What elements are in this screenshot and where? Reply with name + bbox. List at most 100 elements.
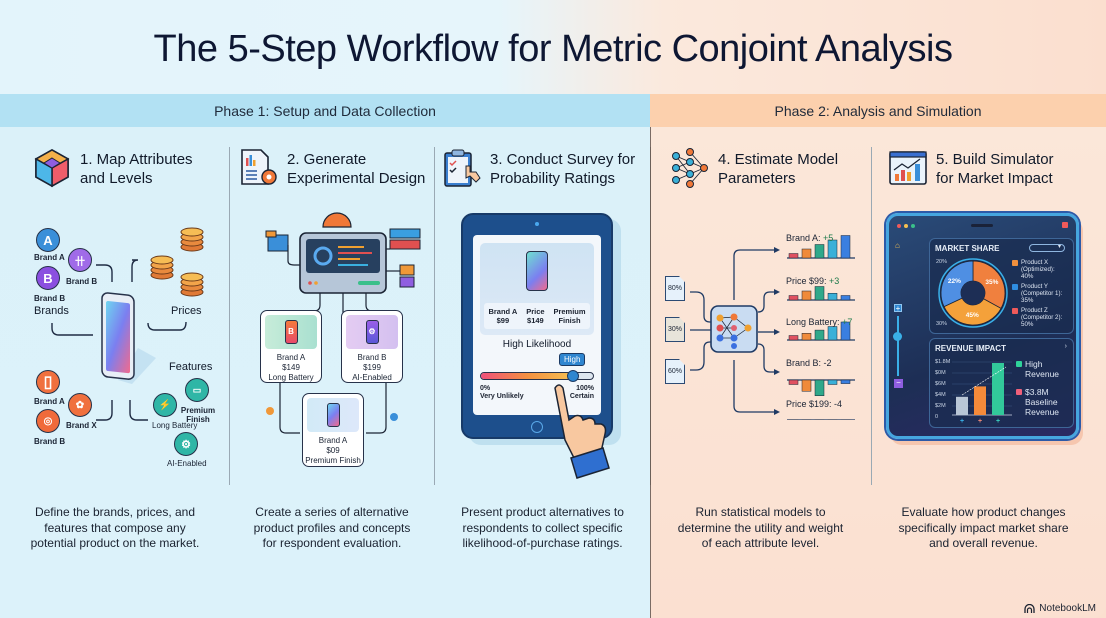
param-bar (840, 295, 851, 301)
brand-b-label: Brand B (66, 277, 98, 286)
brand-b-label-2: Brand B (34, 294, 66, 303)
param-bar (801, 379, 812, 392)
chevron-right-icon[interactable]: › (1064, 343, 1067, 350)
card-line: Long Battery (268, 373, 314, 382)
param-label: Brand B: -2 (786, 358, 832, 368)
desc-line: for respondent evaluation. (262, 536, 402, 550)
input-document: 60% (665, 359, 685, 384)
premium-finish-icon: ▭ (185, 378, 209, 402)
revenue-title: REVENUE IMPACT (935, 344, 1006, 353)
legend-text: Product Z(Competitor 2):50% (1021, 307, 1063, 328)
brand-b-logo-alt: 卄 (68, 248, 92, 272)
likelihood-slider[interactable] (480, 370, 594, 382)
desc-line: of each attribute level. (701, 536, 820, 550)
window-controls (897, 224, 915, 228)
param-bar (827, 326, 838, 341)
legend-text: Product Y(Competitor 1):35% (1021, 283, 1063, 304)
param-label: Price $99: +3 (786, 276, 839, 286)
param-value: +5 (823, 233, 834, 243)
desc-line: respondents to collect specific (462, 520, 623, 535)
legend-swatch (1016, 361, 1022, 367)
legend-item: Product Z(Competitor 2):50% (1012, 307, 1062, 328)
smartphone-icon (101, 292, 156, 384)
phone-gear-icon: ⚙ (365, 320, 379, 344)
step-3-title-line2: Probability Ratings (490, 170, 616, 187)
attr: $149 (527, 316, 544, 325)
features-label: Features (169, 361, 213, 373)
profile-card: B Brand A $149 Long Battery (260, 310, 322, 383)
slider-min-label: 0%Very Unlikely (480, 385, 524, 401)
attribute-connectors (51, 259, 187, 421)
add-icon[interactable]: + (960, 418, 964, 425)
zoom-out-button[interactable]: − (894, 379, 903, 388)
input-document: 80% (665, 276, 685, 301)
param-bar (788, 335, 799, 341)
desc-line: Run statistical models to (695, 505, 826, 519)
phone-brand-a-icon: ▯ (36, 370, 60, 394)
simulator-dashboard: ⌂ + − MARKET SHARE ▾ 35%45%22% 20% 30% P… (886, 213, 1079, 439)
param-name: Price $99: (786, 276, 827, 286)
donut-hole (961, 281, 985, 305)
param-label: Price $199: -4 (786, 399, 842, 409)
card-line: AI-Enabled (352, 373, 392, 382)
param-bar (814, 379, 825, 396)
param-value: +3 (829, 276, 840, 286)
attr: Premium (553, 307, 586, 316)
y-tick-label: $0M (935, 370, 946, 376)
legend-text: Product X(Optimized):40% (1021, 259, 1055, 280)
period-dropdown[interactable]: ▾ (1029, 244, 1065, 252)
home-icon[interactable]: ⌂ (895, 241, 900, 250)
outer-label: 20% (936, 259, 948, 265)
design-engine-illustration (265, 212, 421, 315)
phone-icon (526, 251, 548, 291)
battery-icon: ⚡ (153, 393, 177, 417)
param-bar (788, 295, 799, 301)
param-value: +7 (842, 317, 853, 327)
brand-b-logo: B (36, 266, 60, 290)
card-line: Brand B (357, 353, 387, 362)
divider (434, 147, 435, 485)
brand-a-label: Brand A (34, 253, 65, 262)
footer-text: NotebookLM (1039, 603, 1096, 614)
input-document: 30% (665, 317, 685, 342)
revenue-bar (956, 396, 968, 415)
likelihood-heading: High Likelihood (502, 339, 572, 350)
param-bar (814, 244, 825, 259)
add-icon[interactable]: + (996, 418, 1000, 425)
close-icon[interactable] (1062, 222, 1068, 228)
profile-card: Brand A $09 Premium Finish (302, 393, 364, 467)
card-line: Premium Finish (305, 456, 361, 465)
pointing-hand-icon (554, 384, 610, 479)
legend-swatch (1012, 308, 1018, 314)
phone-icon: B (284, 320, 298, 344)
model-flow-diagram (690, 235, 855, 420)
zoom-in-button[interactable]: + (894, 304, 902, 313)
param-bar (814, 329, 825, 341)
slider-handle[interactable] (566, 370, 579, 382)
desc-line: determine the utility and weight (677, 520, 844, 535)
phone-icon (326, 403, 340, 427)
phase-2-header: Phase 2: Analysis and Simulation (650, 94, 1106, 127)
zoom-slider-handle[interactable] (893, 332, 902, 341)
legend-item: Product Y(Competitor 1):35% (1012, 283, 1062, 304)
param-value: -4 (834, 399, 843, 409)
max: 100% (576, 385, 594, 392)
add-icon[interactable]: + (978, 418, 982, 425)
trend-line (961, 366, 1007, 396)
desc-line: specifically impact market share (898, 520, 1069, 535)
brand-a-logo: A (36, 228, 60, 252)
step-3-title: 3. Conduct Survey for (490, 151, 636, 168)
param-bar (788, 379, 799, 385)
slice-label: 35% (985, 279, 998, 286)
document-gear-icon (241, 149, 277, 185)
step-1-title: 1. Map Attributes (80, 151, 193, 168)
step-1-title-line2: and Levels (80, 170, 153, 187)
desc-line: Present product alternatives to (461, 505, 624, 519)
desc-line: product profiles and concepts (253, 520, 411, 535)
param-bar (801, 333, 812, 341)
param-name: Brand B: (786, 358, 822, 368)
dashboard-chart-icon (889, 151, 927, 185)
